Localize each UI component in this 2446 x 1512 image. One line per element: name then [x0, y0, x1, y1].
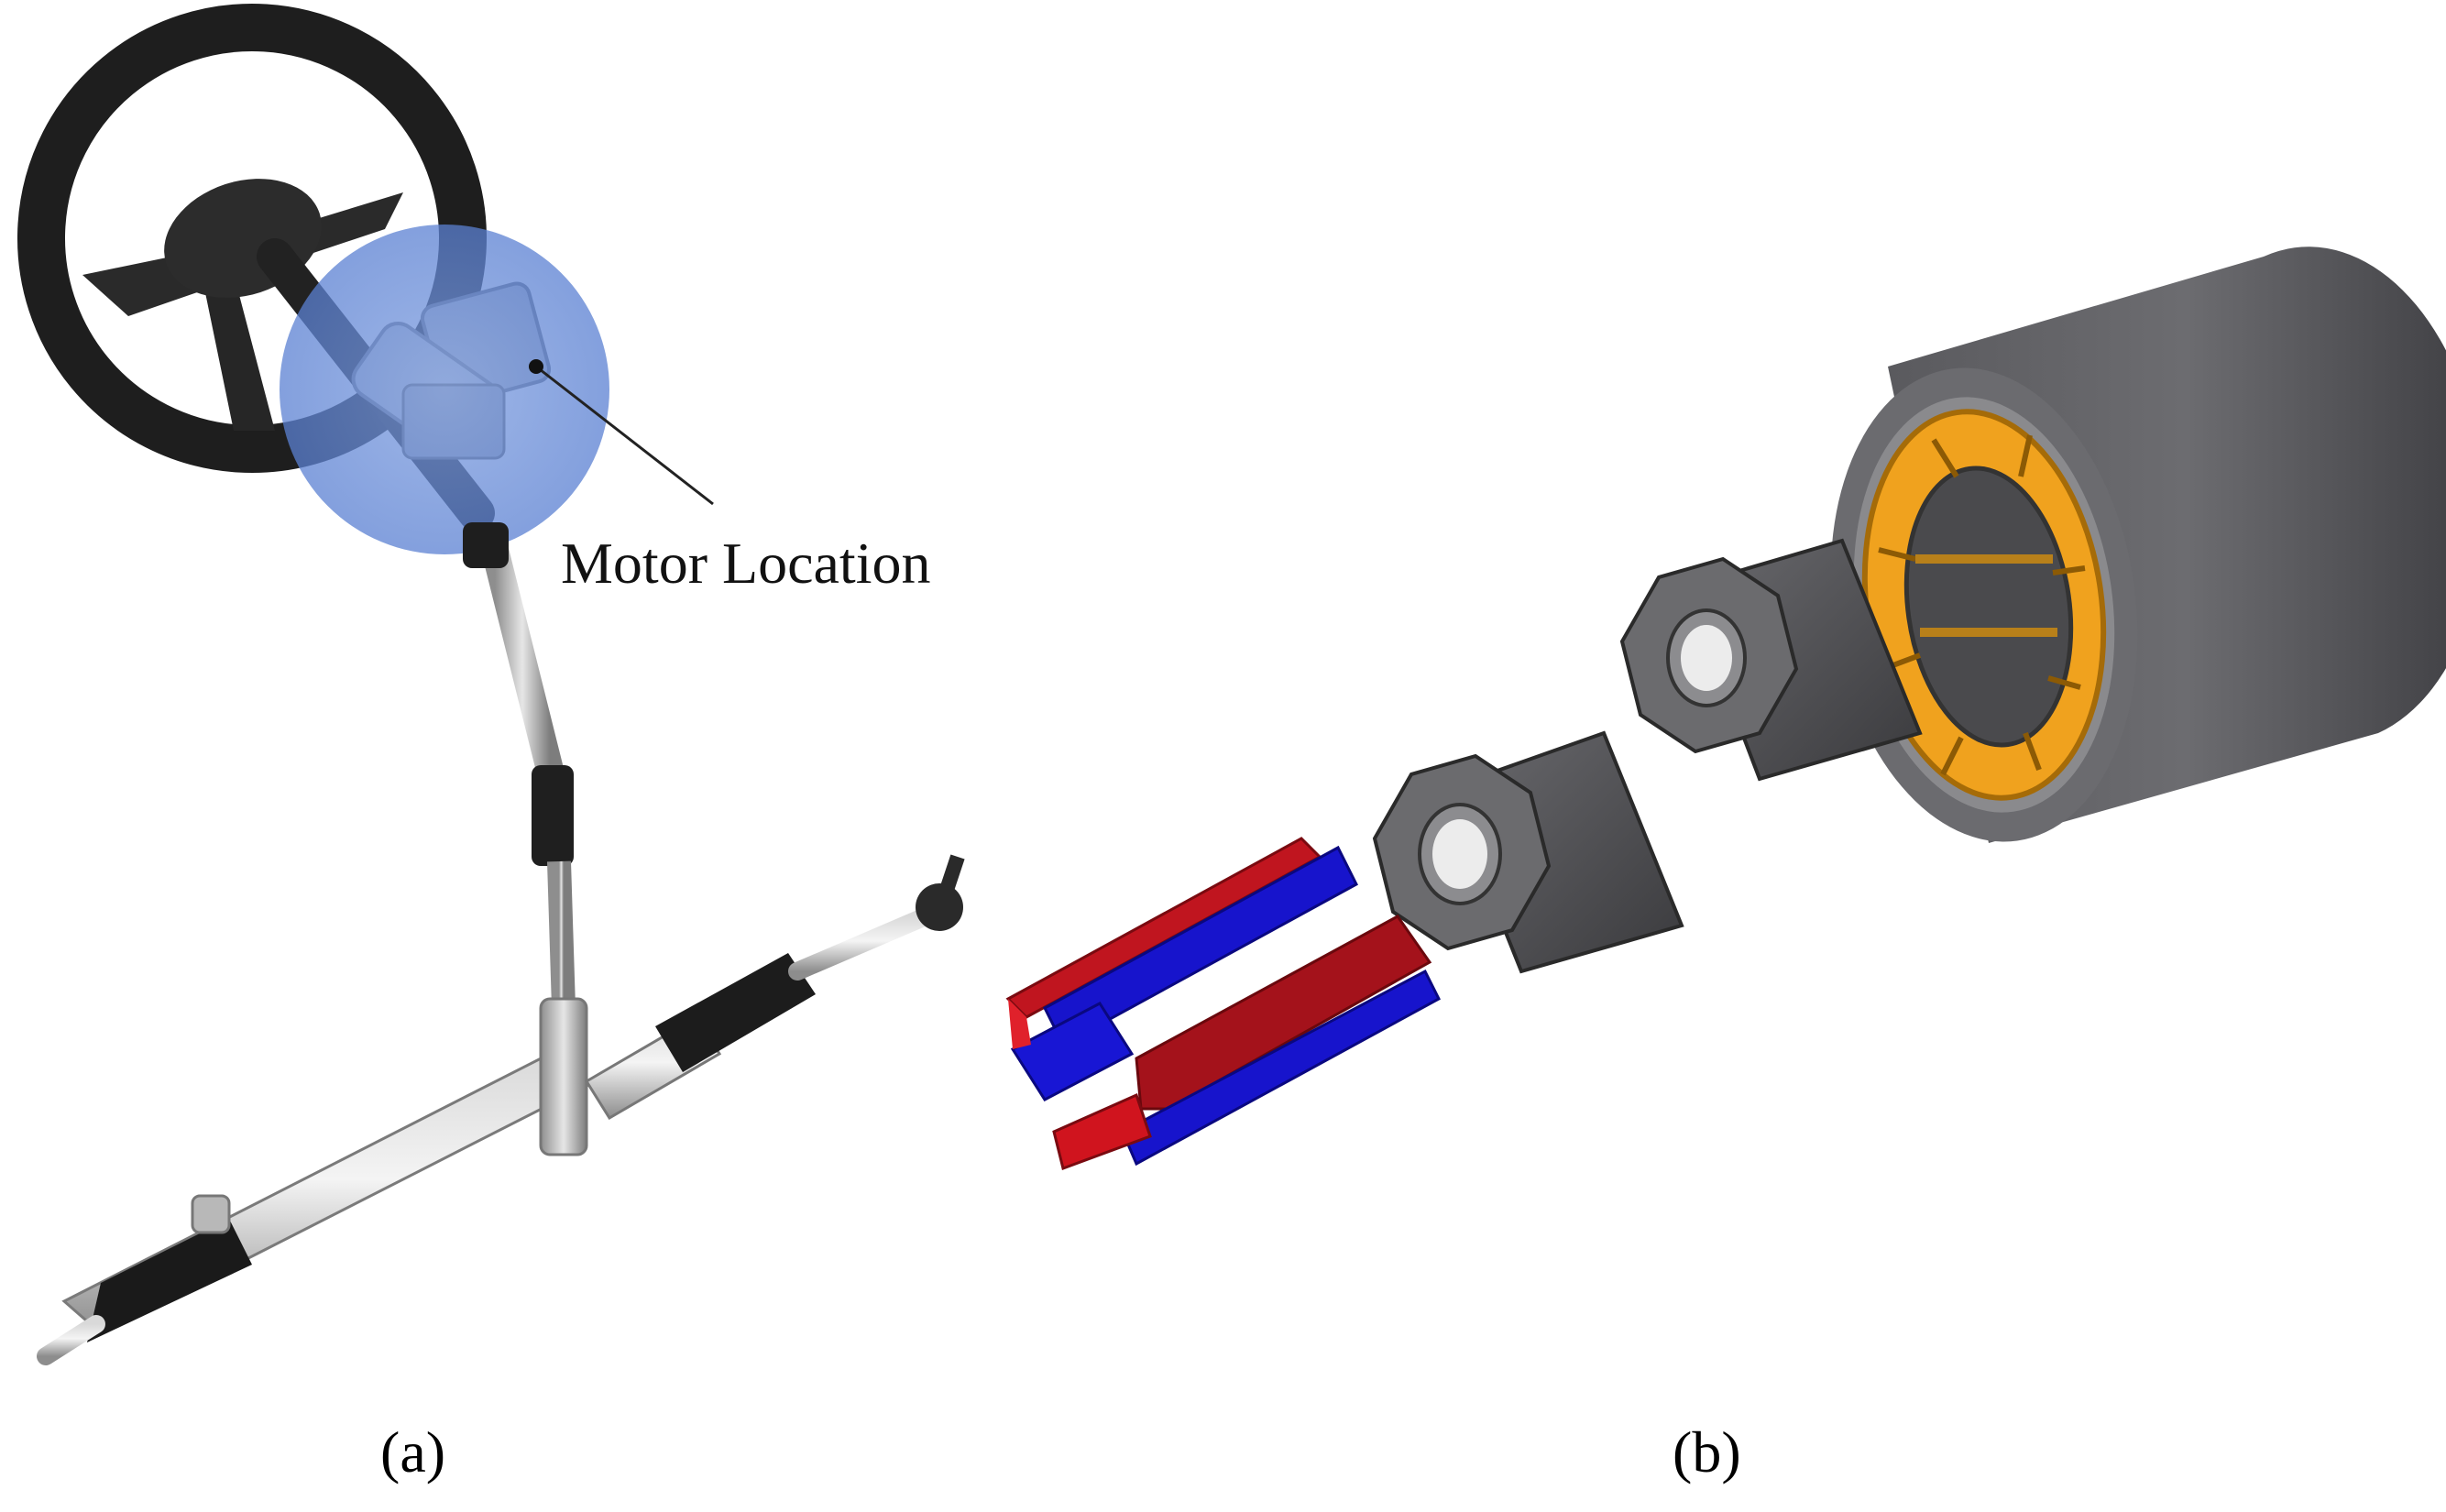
callout-dot — [529, 359, 543, 374]
tie-rod-right — [788, 907, 935, 981]
rack-boot-left — [87, 1219, 252, 1342]
magnet-blue-bottom — [1121, 969, 1441, 1167]
permanent-magnets — [1005, 837, 1441, 1170]
intermediate-shaft — [481, 536, 564, 783]
panel-b-caption: (b) — [1673, 1419, 1741, 1485]
steering-system-illustration — [17, 4, 965, 1365]
stator-housing — [1830, 247, 2446, 843]
rack-boot-right — [655, 953, 816, 1072]
motor-location-label: Motor Location — [561, 531, 931, 596]
universal-joint-lower — [532, 765, 574, 866]
magnet-red-bottom — [1052, 1092, 1152, 1170]
universal-joint-upper — [463, 522, 509, 568]
exploded-motor-illustration — [1005, 247, 2446, 1170]
motor-location-highlight — [280, 225, 609, 554]
rotor-core-segment-1 — [1372, 730, 1684, 974]
magnet-red-front — [1135, 915, 1432, 1111]
steering-rack — [37, 854, 965, 1365]
rotor-core-segment-2 — [1619, 538, 1923, 782]
callout-leader-line — [535, 365, 714, 506]
magnet-blue-left — [1010, 1002, 1135, 1101]
tie-rod-left — [37, 1315, 105, 1365]
panel-a-caption: (a) — [380, 1419, 446, 1485]
